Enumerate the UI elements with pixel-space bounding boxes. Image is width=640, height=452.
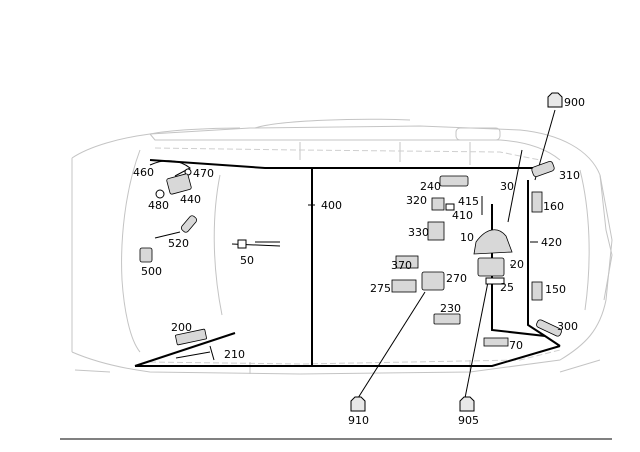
callout-50: 50 <box>240 254 254 267</box>
part-330-box <box>427 221 445 241</box>
connector-905-icon <box>459 396 475 412</box>
callout-420: 420 <box>541 236 562 249</box>
part-200-bracket <box>175 328 207 346</box>
part-520-sensor <box>180 215 198 233</box>
part-230-bracket <box>433 313 461 325</box>
harness-lines <box>134 109 561 399</box>
part-270-box <box>421 271 445 291</box>
part-160-unit <box>531 191 543 213</box>
callout-310: 310 <box>559 169 580 182</box>
callout-370: 370 <box>391 259 412 272</box>
callout-210: 210 <box>224 348 245 361</box>
component-parts <box>139 149 562 361</box>
callout-200: 200 <box>171 321 192 334</box>
harness-bottom-run <box>135 345 561 367</box>
harness-lower-left <box>134 332 236 367</box>
callout-20: 20 <box>510 258 524 271</box>
callout-275: 275 <box>370 282 391 295</box>
callout-470: 470 <box>193 167 214 180</box>
callout-150: 150 <box>545 283 566 296</box>
callout-270: 270 <box>446 272 467 285</box>
part-300-sensor <box>536 319 562 337</box>
callout-520: 520 <box>168 237 189 250</box>
part-310-lamp <box>531 160 555 178</box>
part-150-unit <box>531 281 543 301</box>
callout-905: 905 <box>458 414 479 427</box>
part-210-cable <box>175 345 215 361</box>
callout-30: 30 <box>500 180 514 193</box>
callout-440: 440 <box>180 193 201 206</box>
connector-callouts: 900 910 905 <box>348 92 585 427</box>
connector-900-icon <box>547 92 563 108</box>
connector-910-icon <box>350 396 366 412</box>
leader-905 <box>464 281 489 399</box>
part-370-module <box>395 255 419 269</box>
part-10-antenna-base <box>473 229 513 255</box>
callout-10: 10 <box>460 231 474 244</box>
callout-910: 910 <box>348 414 369 427</box>
part-440-module <box>166 173 192 195</box>
callout-25: 25 <box>500 281 514 294</box>
harness-right-side <box>527 180 546 337</box>
callout-300: 300 <box>557 320 578 333</box>
callout-160: 160 <box>543 200 564 213</box>
callout-410: 410 <box>452 209 473 222</box>
part-25-plate <box>485 277 505 285</box>
part-240-module <box>439 175 469 187</box>
callout-70: 70 <box>509 339 523 352</box>
callout-400: 400 <box>321 199 342 212</box>
callout-460: 460 <box>133 166 154 179</box>
part-70-module <box>483 337 509 347</box>
part-500-unit <box>139 247 153 263</box>
part-480-fastener <box>155 189 165 199</box>
vehicle-outline <box>71 118 613 375</box>
callout-415: 415 <box>458 195 479 208</box>
part-30-antenna-rod <box>507 149 523 223</box>
leader-910 <box>357 291 426 399</box>
callout-330: 330 <box>408 226 429 239</box>
part-callout-labels: 460 470 480 440 520 500 50 400 240 320 4… <box>133 166 580 361</box>
callout-900: 900 <box>564 96 585 109</box>
callout-480: 480 <box>148 199 169 212</box>
callout-320: 320 <box>406 194 427 207</box>
part-460-bracket <box>149 160 191 177</box>
part-20-receiver <box>477 257 505 277</box>
callout-230: 230 <box>440 302 461 315</box>
part-320-relay <box>431 197 445 211</box>
callout-240: 240 <box>420 180 441 193</box>
part-275-module <box>391 279 417 293</box>
callout-500: 500 <box>141 265 162 278</box>
harness-front-trunk <box>149 159 540 169</box>
